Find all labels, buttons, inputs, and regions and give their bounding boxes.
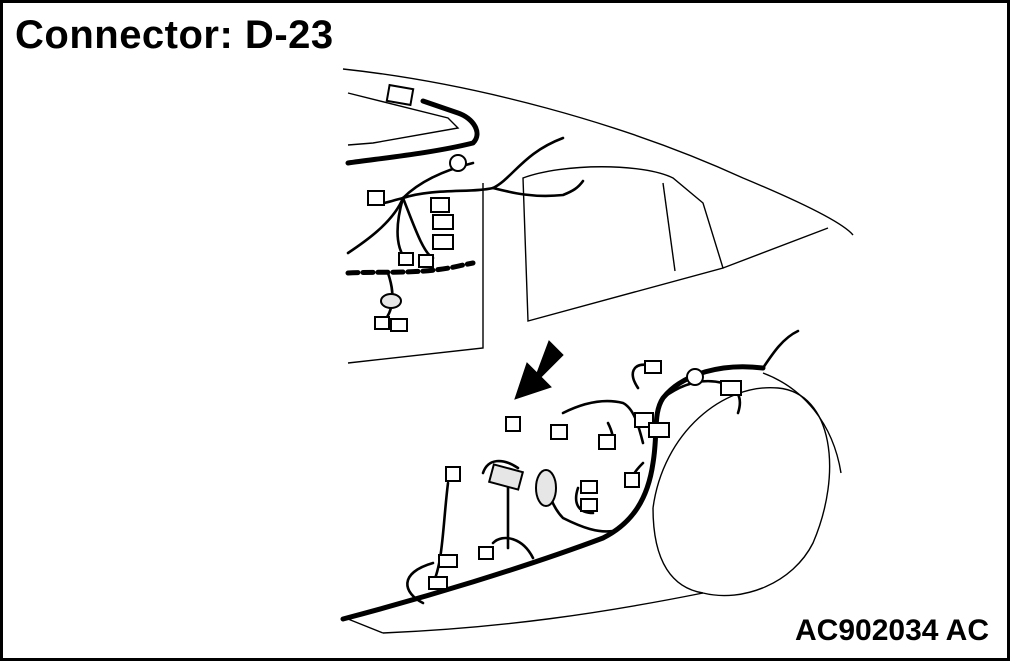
figure-code: AC902034 AC: [795, 614, 989, 647]
car-body-outline: [342, 68, 854, 634]
upper-harness: [345, 98, 585, 327]
lower-harness: [340, 329, 800, 622]
vehicle-wiring-illustration: [340, 68, 854, 634]
diagram-title: Connector: D-23: [15, 13, 334, 57]
callout-arrow: [514, 340, 564, 400]
lower-connectors: [428, 360, 742, 590]
upper-connectors: [367, 83, 467, 332]
